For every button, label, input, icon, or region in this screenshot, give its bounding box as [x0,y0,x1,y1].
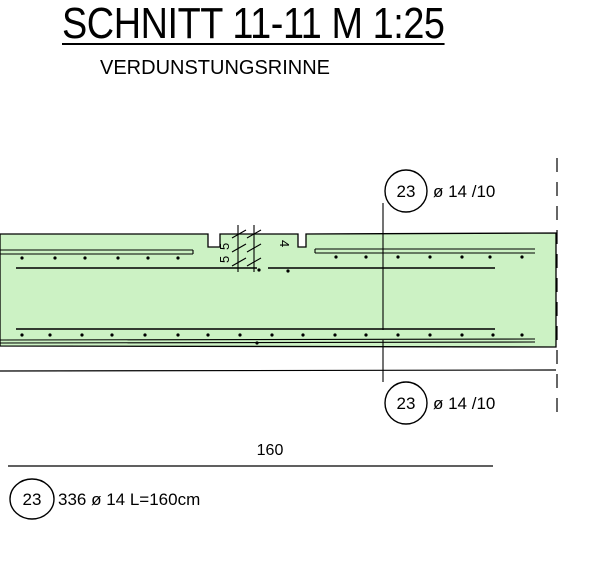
subgrade-line [0,369,557,372]
callout-top: 23 ø 14 /10 [382,169,495,330]
drawing-subtitle: VERDUNSTUNGSRINNE [100,57,331,79]
groove-dimension-marks [231,225,262,272]
callout-bottom: 23 ø 14 /10 [382,340,495,425]
schedule-label: 336 ø 14 L=160cm [58,490,200,509]
dimension-value: 160 [257,442,284,459]
top-reinforcement [0,248,535,269]
schedule-position: 23 [23,490,42,509]
bottom-reinforcement [0,328,536,344]
groove-depth-dim: 5 [217,243,232,250]
callout-top-position: 23 [397,182,416,201]
bottom-rebar-dots [20,333,524,345]
callout-bottom-position: 23 [397,394,416,413]
callout-bottom-label: ø 14 /10 [433,394,495,413]
groove-width-dim: 5 [217,256,232,263]
bar-schedule: 23 336 ø 14 L=160cm [9,478,200,520]
top-rebar-dots [20,255,524,273]
groove-height-dim: 4 [277,240,292,247]
drawing-title: SCHNITT 11-11 M 1:25 [62,0,445,48]
callout-top-label: ø 14 /10 [433,182,495,201]
concrete-slab [0,232,557,348]
